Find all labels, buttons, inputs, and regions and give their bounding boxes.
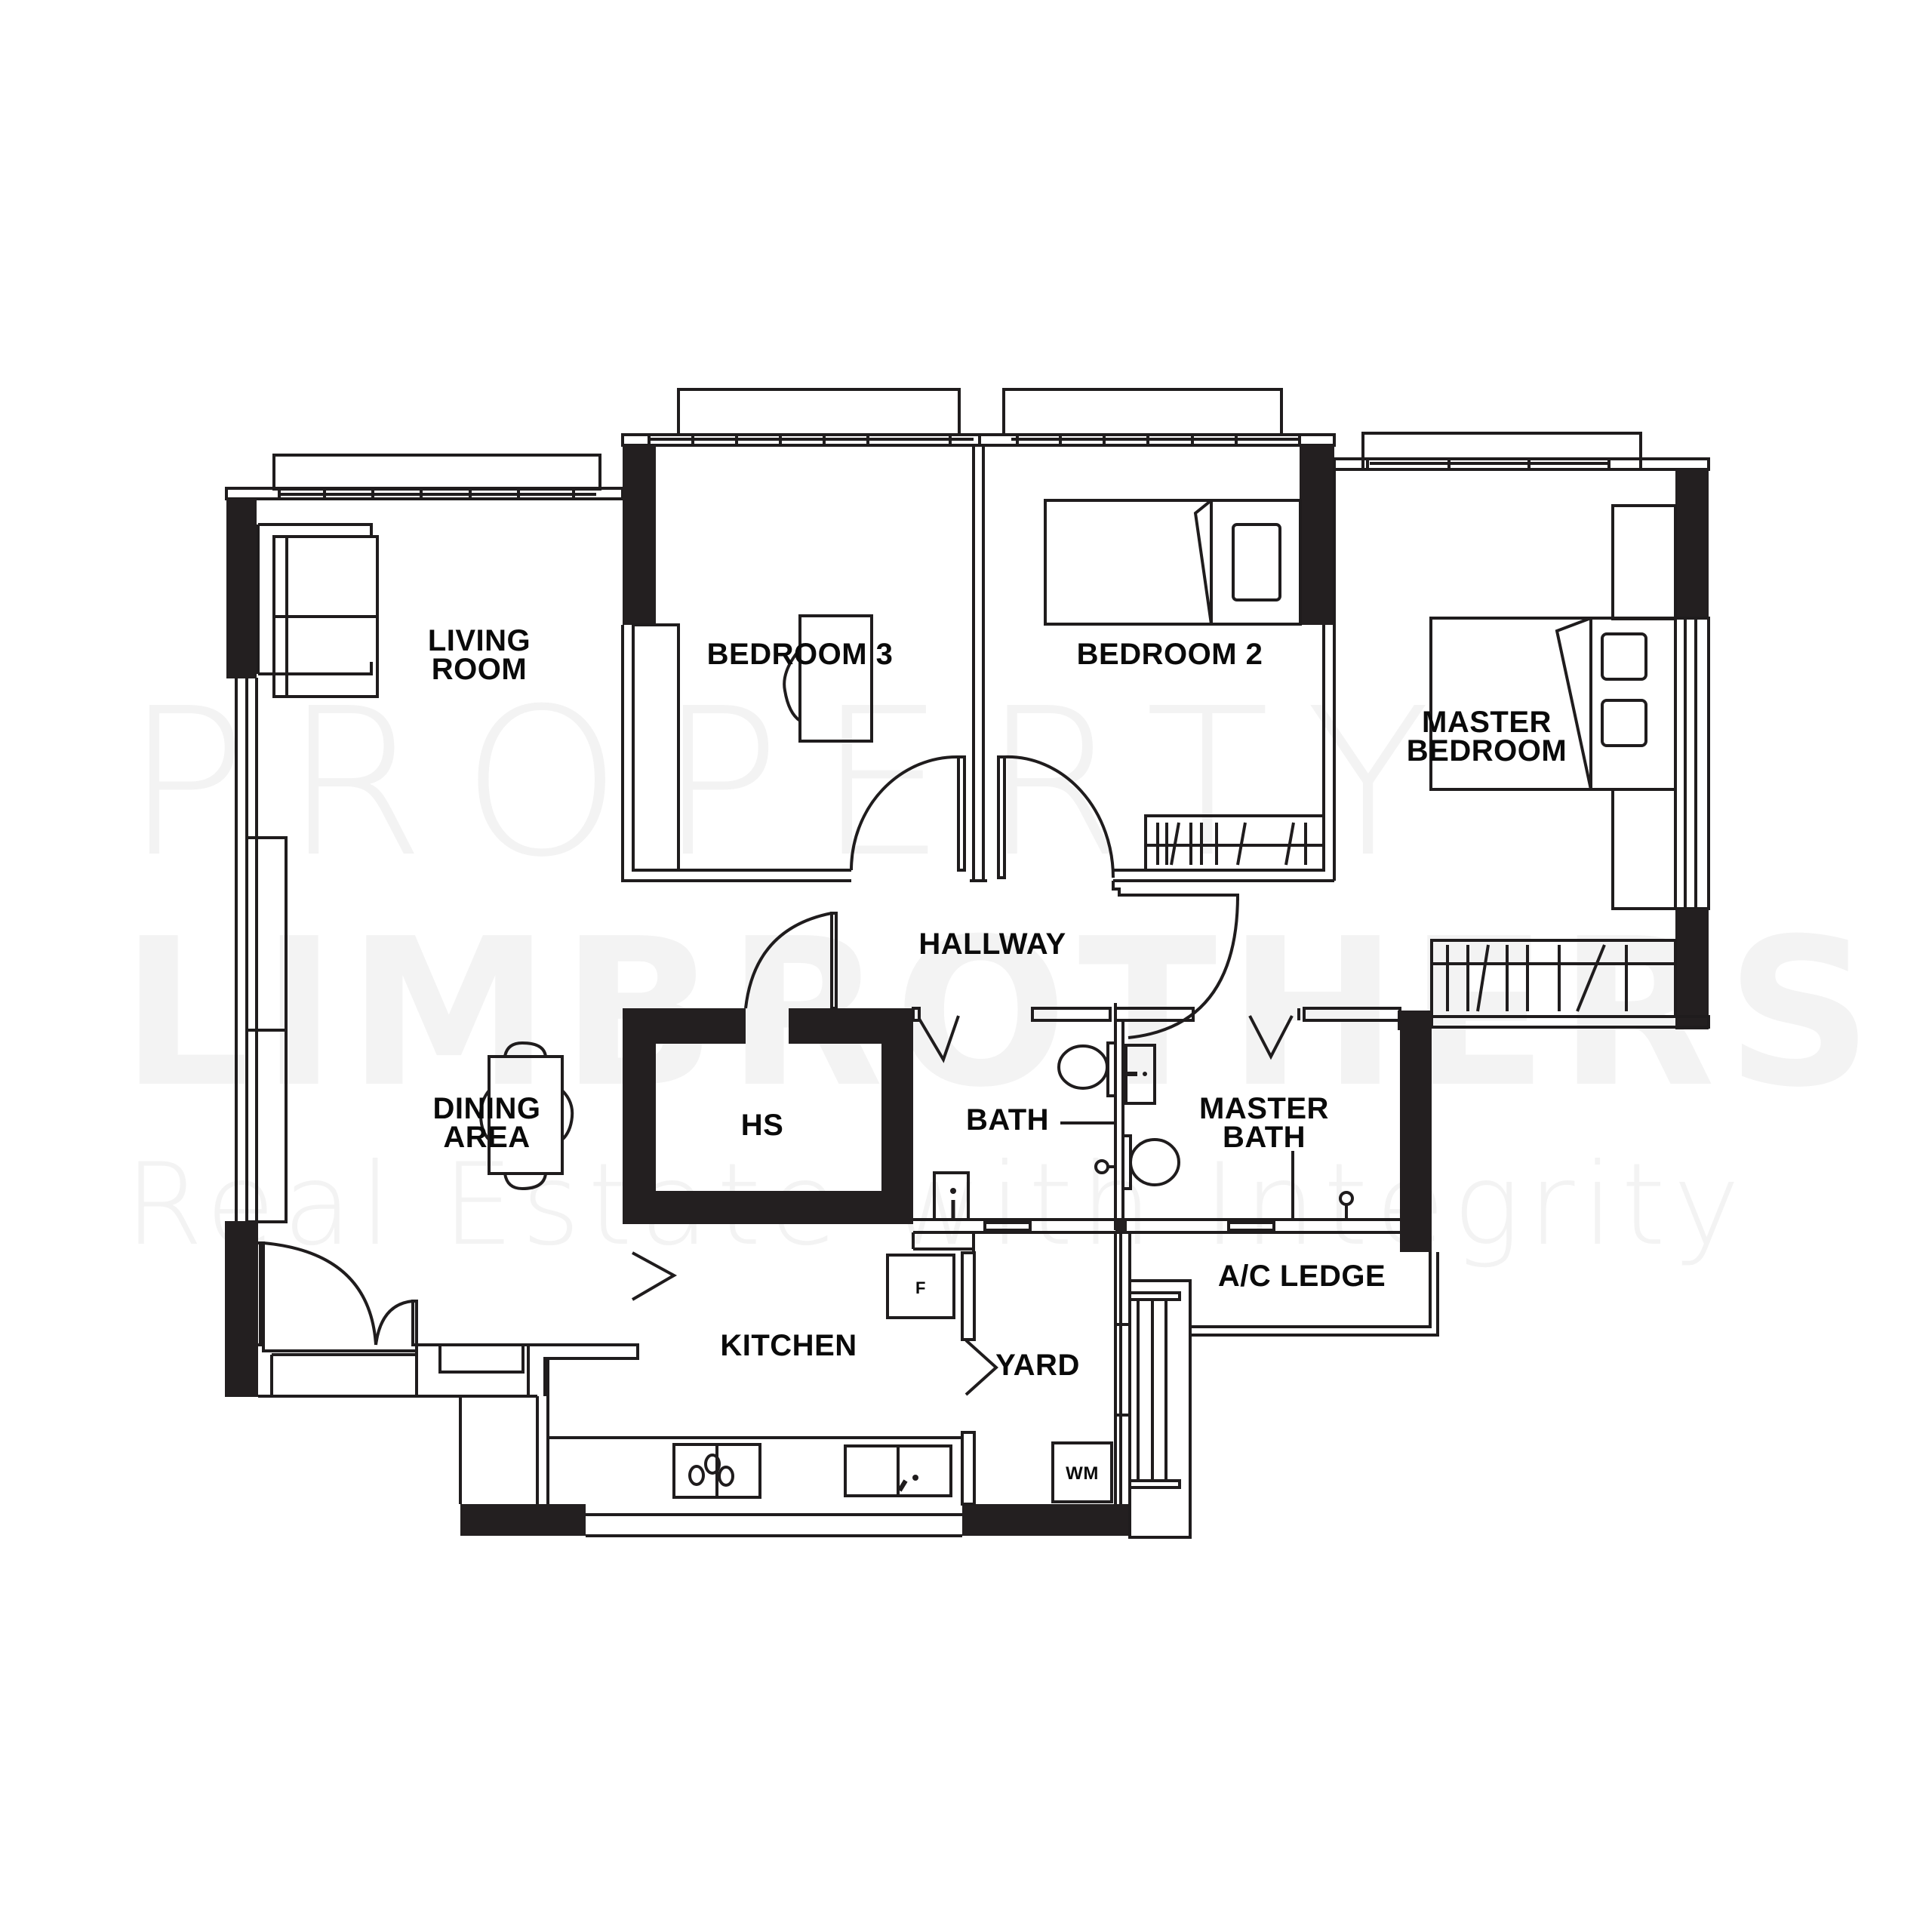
bedroom-3-structure: [623, 389, 987, 881]
kitchen-structure: [460, 1232, 1190, 1537]
label-dining-area: DINING AREA: [415, 1094, 558, 1152]
label-hs: HS: [740, 1109, 784, 1142]
label-ac-ledge: A/C LEDGE: [1217, 1260, 1386, 1293]
master-bath-line-1: MASTER: [1199, 1092, 1329, 1125]
label-living-room: LIVING ROOM: [411, 624, 547, 686]
living-room-line-2: ROOM: [431, 653, 528, 686]
label-bath: BATH: [965, 1103, 1050, 1137]
living-room-line-1: LIVING: [427, 624, 531, 657]
main-entrance: [258, 1243, 638, 1504]
label-kitchen: KITCHEN: [720, 1329, 857, 1362]
sofa: [258, 525, 377, 697]
master-bedroom-line-2: BEDROOM: [1406, 734, 1567, 768]
ac-ledge-structure: [1190, 1252, 1438, 1335]
watermark-line-2: LIMBROTHERS: [121, 894, 1884, 1132]
dining-table: [481, 1043, 572, 1189]
label-hallway: HALLWAY: [918, 928, 1066, 961]
label-fridge: F: [915, 1278, 926, 1297]
household-shelter-structure: [623, 913, 913, 1224]
label-bedroom-3: BEDROOM 3: [706, 638, 894, 671]
bedroom-2-structure: [980, 389, 1334, 895]
master-bedroom-line-1: MASTER: [1422, 706, 1552, 739]
master-bath-line-2: BATH: [1222, 1121, 1306, 1154]
dining-area-line-1: DINING: [432, 1092, 541, 1125]
label-bedroom-2: BEDROOM 2: [1076, 638, 1263, 671]
label-master-bath: MASTER BATH: [1189, 1094, 1340, 1152]
watermark-line-1: PROPERTY: [125, 664, 1467, 902]
label-yard: YARD: [995, 1349, 1080, 1382]
dining-area-line-2: AREA: [443, 1121, 531, 1154]
living-room-structure: [225, 455, 623, 1397]
label-washing-machine: WM: [1066, 1463, 1099, 1484]
label-master-bedroom: MASTER BEDROOM: [1389, 706, 1585, 768]
bathroom-structure: [913, 1003, 1432, 1252]
